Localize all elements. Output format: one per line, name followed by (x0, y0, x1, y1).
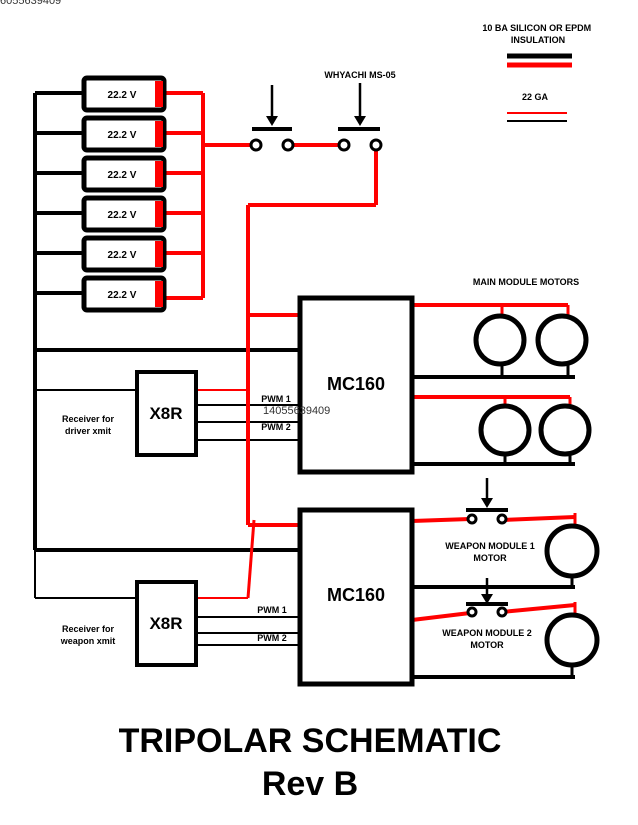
receiver-1-caption-line-2: driver xmit (65, 426, 111, 436)
main-motor-4 (538, 403, 592, 457)
receiver-1-pwm-2: PWM 2 (261, 422, 291, 432)
receiver-1-pwm-1: PWM 1 (261, 394, 291, 404)
controller-1-label: MC160 (327, 374, 385, 394)
positive-wiring (165, 91, 577, 622)
weapon-motor-1-label-line-1: WEAPON MODULE 1 (445, 541, 535, 551)
receiver-2-pwm-2: PWM 2 (257, 633, 287, 643)
main-motor-2 (535, 313, 589, 367)
main-module-motors: MAIN MODULE MOTORS (473, 277, 592, 457)
battery-6-voltage: 22.2 V (108, 290, 137, 301)
weapon-module-2: WEAPON MODULE 2 MOTOR (442, 578, 600, 668)
legend: 10 BA SILICON OR EPDM INSULATION 22 GA (482, 23, 593, 122)
weapon-motor-2-label-line-1: WEAPON MODULE 2 (442, 628, 532, 638)
battery-1-voltage: 22.2 V (108, 90, 137, 101)
main-motor-3 (478, 403, 532, 457)
battery-3-voltage: 22.2 V (108, 170, 137, 181)
receiver-weapon: X8R Receiver for weapon xmit PWM 1 PWM 2 (60, 580, 287, 667)
battery-pack: 22.2 V 22.2 V 22.2 V 22.2 V 22.2 V 22.2 … (81, 75, 167, 313)
switch-label: WHYACHI MS-05 (324, 70, 395, 80)
receiver-2-caption-line-2: weapon xmit (60, 636, 116, 646)
legend-gauge-label: 22 GA (522, 92, 549, 102)
controller-2-label: MC160 (327, 585, 385, 605)
motor-controller-2: MC160 (297, 507, 415, 687)
weapon-motor-2 (544, 612, 600, 668)
battery-1: 22.2 V (81, 75, 167, 113)
page-subtitle: Rev B (262, 765, 358, 803)
main-motor-1 (473, 313, 527, 367)
receiver-driver: X8R Receiver for driver xmit PWM 1 PWM 2 (62, 370, 291, 457)
watermark-id-text: 14055639409 (263, 405, 330, 417)
motor-controller-1: MC160 (297, 295, 415, 475)
battery-5: 22.2 V (81, 235, 167, 273)
main-switch: WHYACHI MS-05 (249, 70, 396, 152)
battery-4-voltage: 22.2 V (108, 210, 137, 221)
page-title: TRIPOLAR SCHEMATIC (119, 722, 502, 760)
switch-2 (337, 83, 383, 152)
corner-id-text: 6055639409 (0, 0, 61, 7)
negative-wiring (33, 91, 575, 679)
switch-1 (249, 85, 295, 152)
battery-2-voltage: 22.2 V (108, 130, 137, 141)
weapon-motor-2-label-line-2: MOTOR (470, 640, 504, 650)
receiver-1-caption-line-1: Receiver for (62, 414, 115, 424)
receiver-1-label: X8R (149, 404, 182, 423)
legend-insulation-label: 10 BA SILICON OR EPDM INSULATION (482, 23, 593, 45)
battery-2: 22.2 V (81, 115, 167, 153)
battery-3: 22.2 V (81, 155, 167, 193)
weapon-motor-1-label-line-2: MOTOR (473, 553, 507, 563)
main-motors-label: MAIN MODULE MOTORS (473, 277, 579, 287)
weapon-module-1: WEAPON MODULE 1 MOTOR (445, 478, 600, 579)
battery-6: 22.2 V (81, 275, 167, 313)
battery-5-voltage: 22.2 V (108, 250, 137, 261)
weapon-motor-1 (544, 523, 600, 579)
receiver-2-pwm-1: PWM 1 (257, 605, 287, 615)
receiver-2-caption-line-1: Receiver for (62, 624, 115, 634)
receiver-2-label: X8R (149, 614, 182, 633)
battery-4: 22.2 V (81, 195, 167, 233)
